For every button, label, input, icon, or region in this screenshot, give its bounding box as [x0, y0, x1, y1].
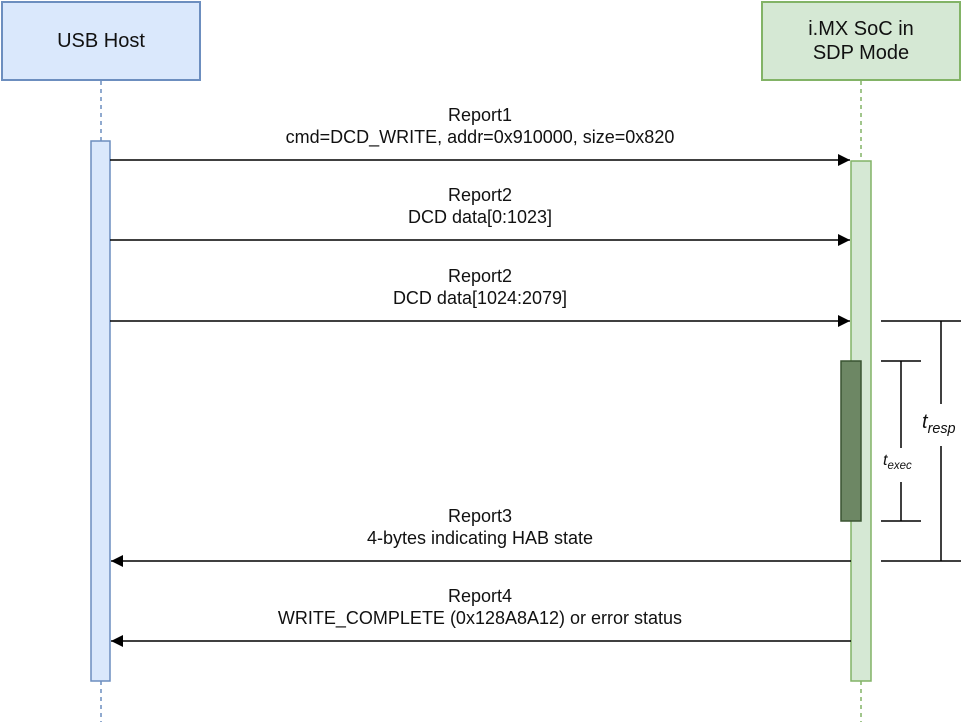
t-exec-subscript: exec: [887, 460, 912, 473]
execution-block: [840, 360, 862, 522]
message-title: Report4: [447, 586, 513, 606]
t-exec-label: texec: [883, 452, 912, 472]
message-label-report4: Report4 WRITE_COMPLETE (0x128A8A12) or e…: [110, 585, 850, 629]
message-label-report2b: Report2 DCD data[1024:2079]: [110, 265, 850, 309]
t-resp-subscript: resp: [927, 421, 956, 438]
message-title: Report2: [447, 185, 513, 205]
participant-imx-soc-label-line2: SDP Mode: [812, 42, 910, 64]
message-label-report1: Report1 cmd=DCD_WRITE, addr=0x910000, si…: [110, 104, 850, 148]
t-resp-label: tresp: [922, 411, 956, 437]
participant-imx-soc: i.MX SoC in SDP Mode: [761, 1, 961, 81]
t-resp-base: t: [922, 411, 928, 433]
message-detail: cmd=DCD_WRITE, addr=0x910000, size=0x820: [285, 127, 675, 147]
participant-imx-soc-label-line1: i.MX SoC in: [808, 18, 914, 40]
t-resp-bracket: [881, 320, 961, 562]
message-label-report2a: Report2 DCD data[0:1023]: [110, 184, 850, 228]
message-detail: DCD data[1024:2079]: [392, 288, 568, 308]
message-detail: DCD data[0:1023]: [407, 207, 553, 227]
message-title: Report3: [447, 506, 513, 526]
message-detail: WRITE_COMPLETE (0x128A8A12) or error sta…: [277, 608, 683, 628]
participant-usb-host: USB Host: [1, 1, 201, 81]
message-title: Report1: [447, 105, 513, 125]
message-title: Report2: [447, 266, 513, 286]
message-detail: 4-bytes indicating HAB state: [366, 528, 594, 548]
message-label-report3: Report3 4-bytes indicating HAB state: [110, 505, 850, 549]
t-exec-bracket: [881, 360, 921, 522]
participant-usb-host-label: USB Host: [57, 30, 145, 52]
host-activation-bar: [90, 140, 111, 682]
t-exec-base: t: [883, 452, 888, 469]
